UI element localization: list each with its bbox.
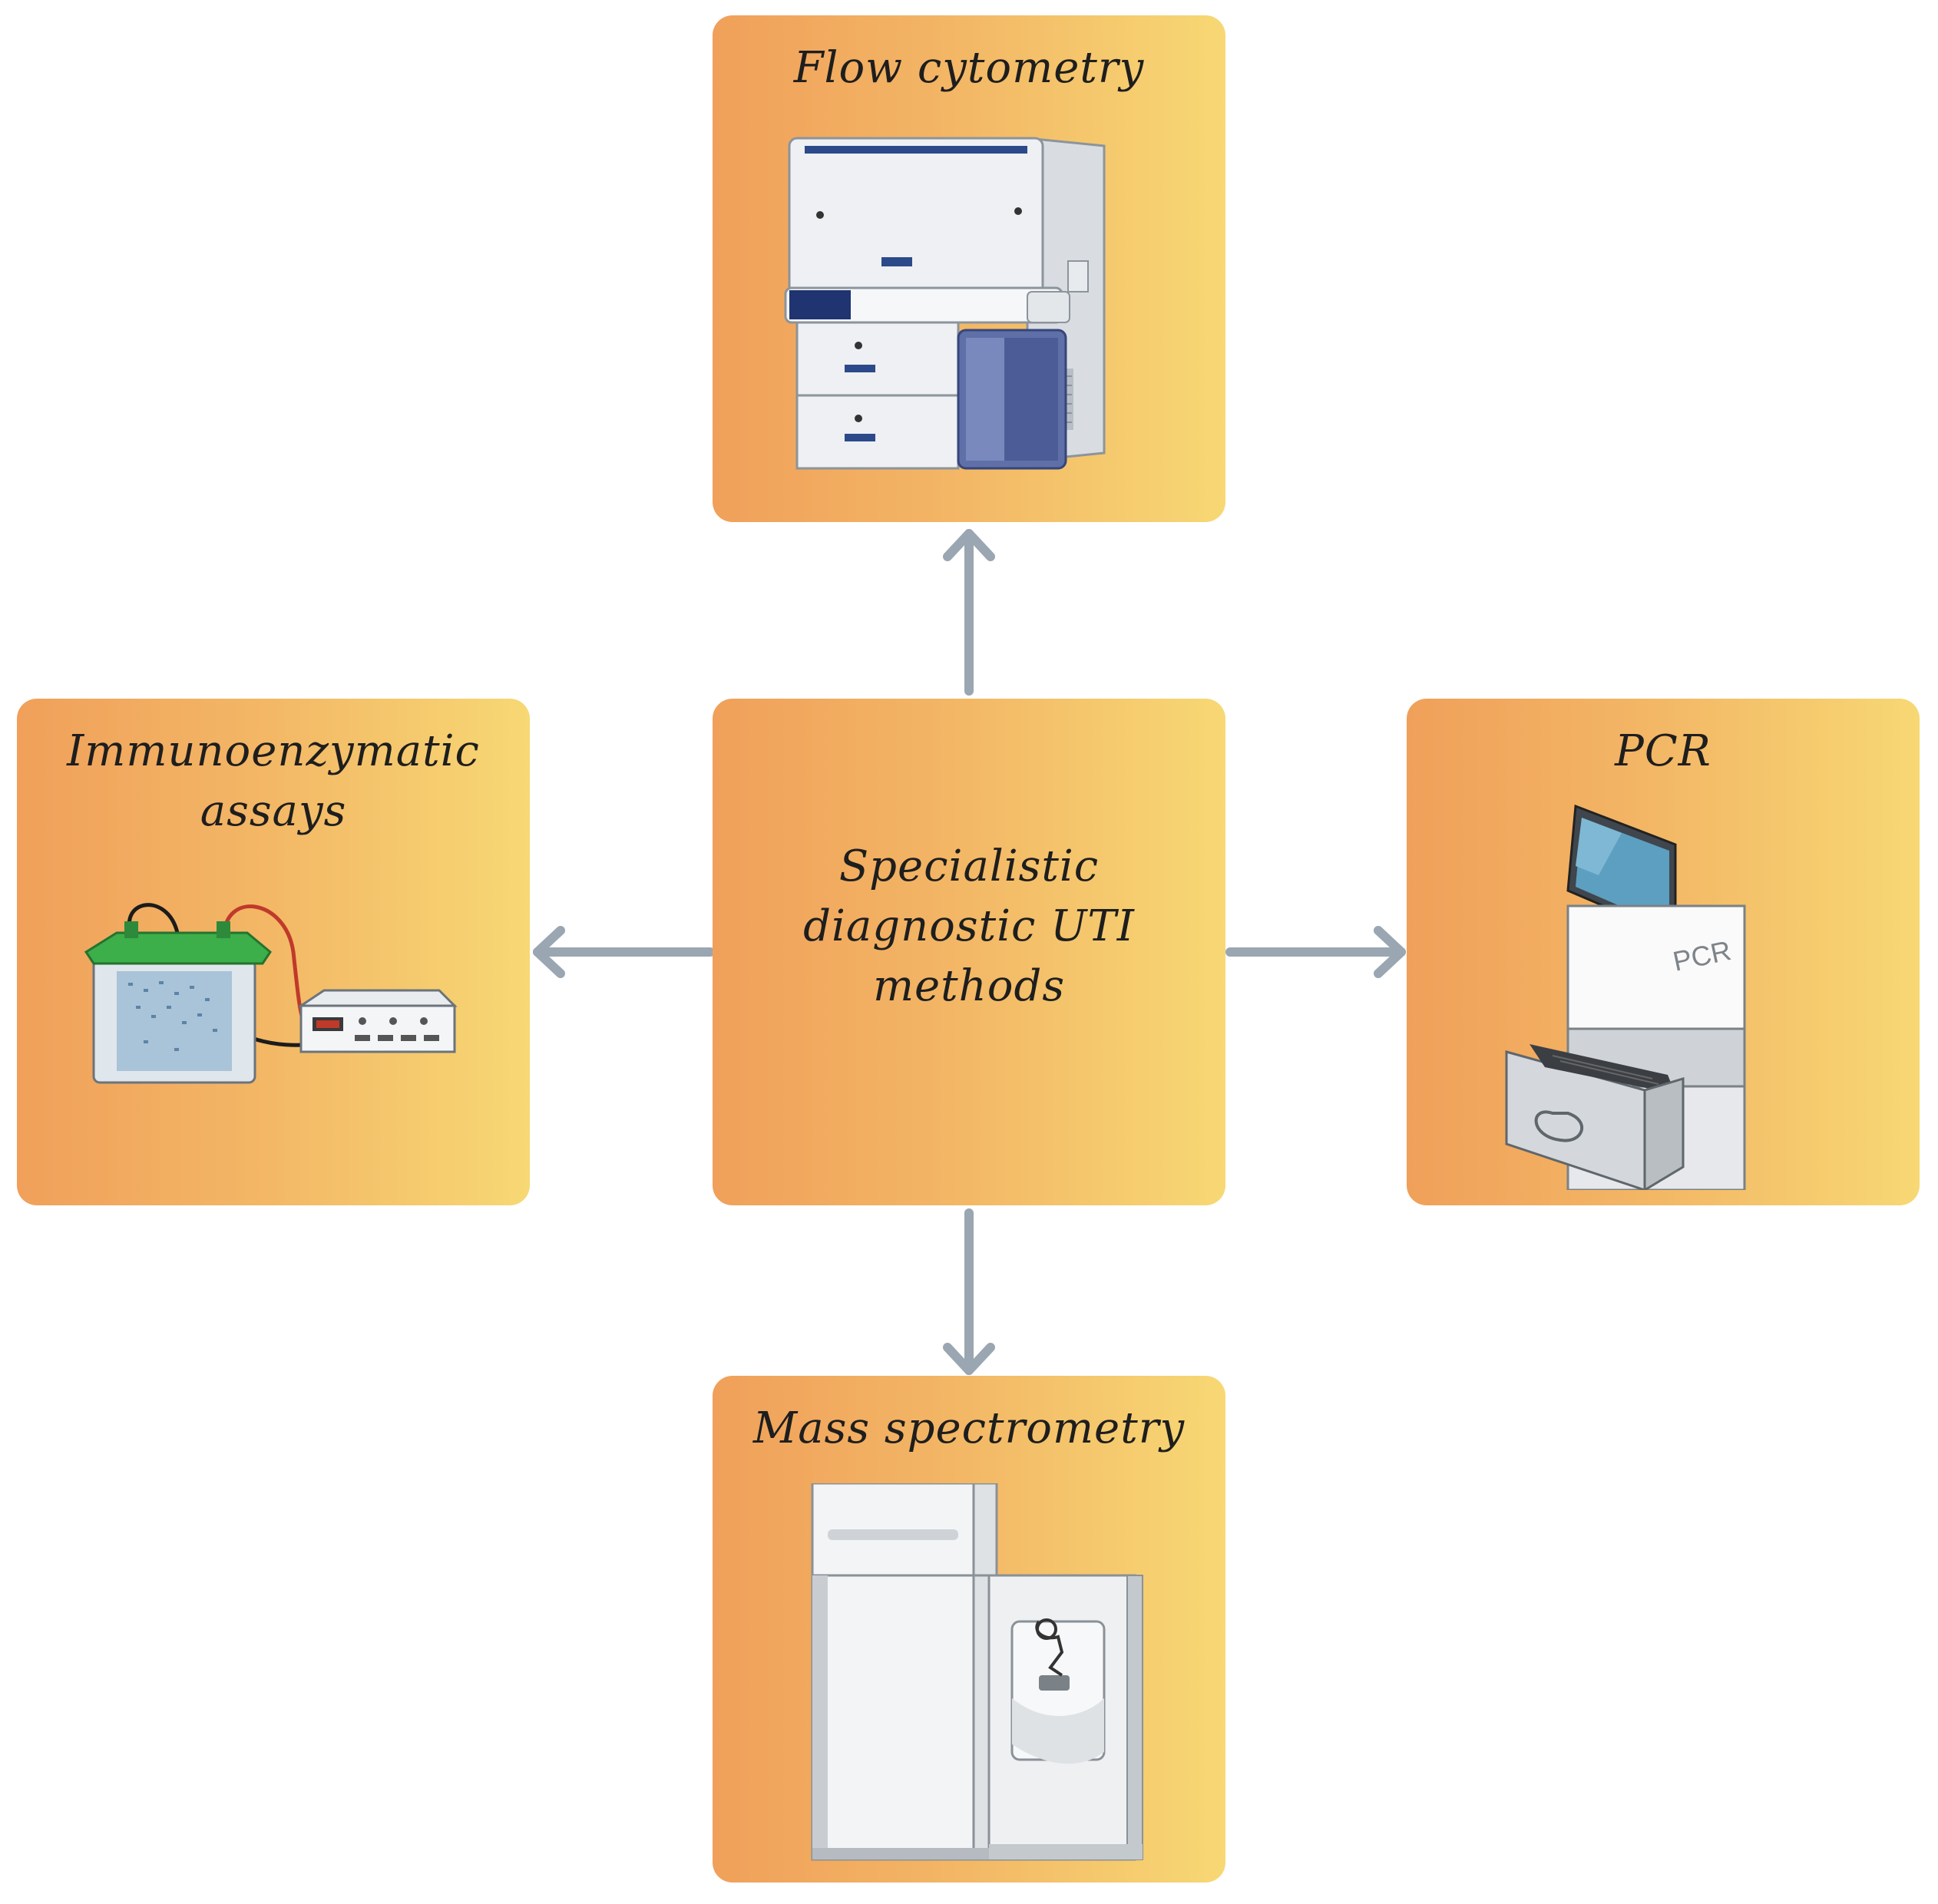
- arrow-to-mass-spectrometry: [943, 1208, 995, 1375]
- immunoenzymatic-assays-box: Immunoenzymatic assays: [17, 699, 530, 1205]
- arrow-to-immunoenzymatic: [533, 926, 715, 978]
- center-topic-label: Specialistic diagnostic UTI methods: [803, 841, 1135, 1011]
- pcr-label: PCR: [1615, 726, 1711, 776]
- flow-cytometry-label: Flow cytometry: [793, 43, 1145, 93]
- mass-spectrometer-icon: [811, 1483, 1143, 1861]
- center-topic-box: Specialistic diagnostic UTI methods: [713, 699, 1225, 1205]
- immunoenzymatic-assays-label: Immunoenzymatic assays: [67, 726, 480, 836]
- pcr-machine-icon: PCR: [1505, 804, 1746, 1190]
- flow-cytometer-icon: [784, 137, 1106, 470]
- flow-cytometry-box: Flow cytometry: [713, 15, 1225, 522]
- arrow-to-pcr: [1225, 926, 1406, 978]
- mass-spectrometry-label: Mass spectrometry: [752, 1403, 1186, 1453]
- arrow-to-flow-cytometry: [943, 529, 995, 696]
- electrophoresis-apparatus-icon: [84, 903, 458, 1084]
- mass-spectrometry-box: Mass spectrometry: [713, 1376, 1225, 1883]
- pcr-box: PCR PCR: [1407, 699, 1920, 1205]
